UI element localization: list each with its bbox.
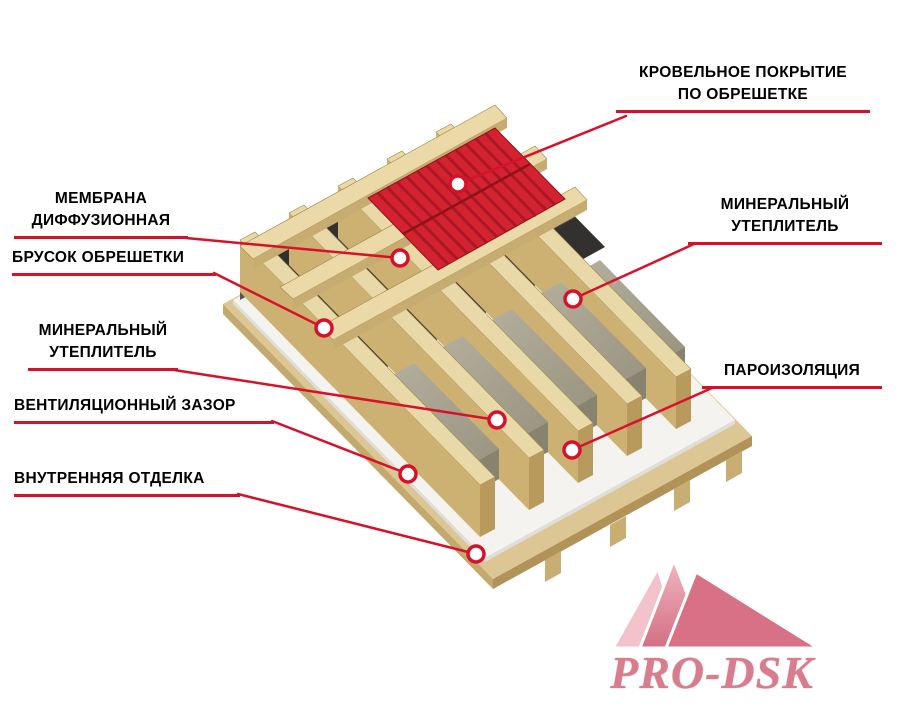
callout-roofing: КРОВЕЛЬНОЕ ПОКРЫТИЕ ПО ОБРЕШЕТКЕ [616, 62, 870, 113]
callout-ventilation-gap: ВЕНТИЛЯЦИОННЫЙ ЗАЗОР [14, 395, 274, 424]
callout-vapor-line1: ПАРОИЗОЛЯЦИЯ [723, 362, 861, 379]
callout-mineral-left-line1: МИНЕРАЛЬНЫЙ [38, 322, 168, 339]
logo-wordmark: PRO-DSK [610, 647, 814, 698]
callout-membrane-line1: МЕМБРАНА [54, 190, 148, 207]
callout-mineral-right-line1: МИНЕРАЛЬНЫЙ [720, 196, 850, 213]
marker-batten [314, 318, 334, 338]
callout-mineral-insulation-right: МИНЕРАЛЬНЫЙ УТЕПЛИТЕЛЬ [688, 194, 882, 245]
leader-roofing [456, 114, 628, 186]
leader-mineral-left [172, 368, 499, 422]
roofing-sheet [367, 127, 566, 271]
callout-diffusion-membrane: МЕМБРАНА ДИФФУЗИОННАЯ [14, 188, 188, 239]
marker-membrane [390, 248, 410, 268]
callout-membrane-line2: ДИФФУЗИОННАЯ [31, 212, 171, 229]
marker-roofing [448, 174, 468, 194]
callout-mineral-left-line2: УТЕПЛИТЕЛЬ [49, 344, 157, 361]
callout-roofing-line2: ПО ОБРЕШЕТКЕ [677, 86, 809, 103]
marker-vent [398, 464, 418, 484]
callout-batten-line1: БРУСОК ОБРЕШЕТКИ [12, 249, 185, 266]
leader-vapor [570, 386, 714, 452]
marker-mineral-left [487, 410, 507, 430]
marker-interior [466, 544, 486, 564]
callout-interior-finish: ВНУТРЕННЯЯ ОТДЕЛКА [14, 468, 240, 497]
callout-lathing-batten: БРУСОК ОБРЕШЕТКИ [12, 247, 216, 276]
callout-interior-line1: ВНУТРЕННЯЯ ОТДЕЛКА [14, 470, 205, 487]
callout-mineral-insulation-left: МИНЕРАЛЬНЫЙ УТЕПЛИТЕЛЬ [28, 320, 178, 371]
leader-vent [270, 419, 410, 476]
leader-lines [172, 114, 714, 556]
marker-vapor [562, 440, 582, 460]
leader-mineral-right [571, 242, 696, 301]
leader-batten [212, 271, 326, 330]
callout-markers [314, 174, 583, 564]
logo: PRO-DSK [578, 550, 844, 710]
roofing-sheet-seam [402, 162, 531, 236]
callout-vapor-barrier: ПАРОИЗОЛЯЦИЯ [702, 360, 882, 389]
leader-interior [236, 492, 478, 556]
callout-mineral-right-line2: УТЕПЛИТЕЛЬ [731, 218, 839, 235]
callout-vent-line1: ВЕНТИЛЯЦИОННЫЙ ЗАЗОР [14, 397, 236, 414]
callout-roofing-line1: КРОВЕЛЬНОЕ ПОКРЫТИЕ [639, 64, 847, 81]
leader-membrane [184, 236, 402, 260]
marker-mineral-right [563, 289, 583, 309]
logo-roof-icon [610, 555, 824, 650]
